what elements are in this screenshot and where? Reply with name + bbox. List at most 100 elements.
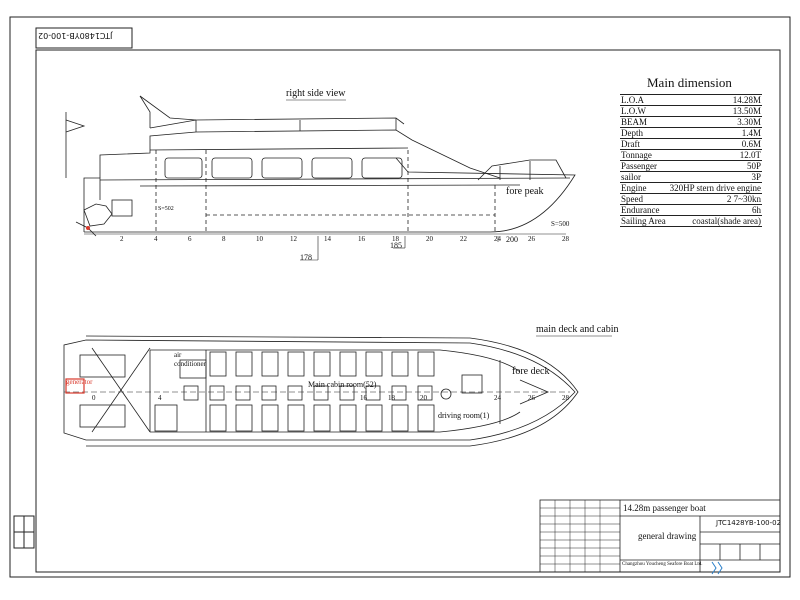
approval-logo-icon bbox=[711, 561, 723, 575]
dimension-label: L.O.W bbox=[620, 105, 668, 117]
side-frame-number: 14 bbox=[324, 235, 331, 243]
dimension-value: 1.4M bbox=[667, 127, 762, 139]
sheer-line bbox=[99, 177, 571, 181]
engine-stbd bbox=[79, 404, 126, 428]
deck-frame-number: 28 bbox=[562, 394, 569, 402]
drawing-number: JTC1428YB-100-02 bbox=[716, 519, 782, 527]
dimension-value: 50P bbox=[667, 160, 762, 172]
inner-border bbox=[35, 49, 781, 573]
deck-view-caption: main deck and cabin bbox=[536, 324, 619, 335]
side-window bbox=[311, 157, 353, 179]
side-dimension-leaders bbox=[300, 236, 499, 261]
roof-rail bbox=[149, 117, 405, 129]
seats-port-row bbox=[209, 351, 435, 432]
deck-frame-number: 0 bbox=[92, 394, 96, 402]
dimension-label: Endurance bbox=[620, 204, 668, 216]
dim-label-1: 178 bbox=[300, 253, 312, 262]
side-window bbox=[261, 157, 303, 179]
side-frame-number: 28 bbox=[562, 235, 569, 243]
dimension-value: 320HP stern drive engine bbox=[667, 182, 762, 194]
side-frame-number: 26 bbox=[528, 235, 535, 243]
side-frame-number: 22 bbox=[460, 235, 467, 243]
outer-border bbox=[9, 16, 791, 578]
fore-peak-label: fore peak bbox=[506, 186, 544, 197]
fore-deck-label: fore deck bbox=[512, 366, 550, 377]
bow-rail bbox=[477, 159, 567, 181]
engine-port bbox=[79, 354, 126, 378]
stamp-text: JTC1480YB-100-02 bbox=[38, 31, 113, 40]
conditioner-label: conditioner bbox=[174, 360, 206, 368]
dimension-label: BEAM bbox=[620, 116, 668, 128]
deck-frame-number: 16 bbox=[360, 394, 367, 402]
side-view bbox=[65, 95, 576, 237]
side-frame-number: 24 bbox=[494, 235, 501, 243]
dimension-label: Sailing Area bbox=[620, 215, 668, 227]
side-frame-number: 8 bbox=[222, 235, 226, 243]
dimension-label: Speed bbox=[620, 193, 668, 205]
mast-visor bbox=[139, 95, 197, 121]
seats-inner-row bbox=[183, 385, 433, 401]
main-cabin-label: Main cabin room(52) bbox=[308, 380, 377, 389]
dimension-value: 3.30M bbox=[667, 116, 762, 128]
chine-line bbox=[139, 184, 521, 187]
project-title: 14.28m passenger boat bbox=[623, 503, 706, 513]
company-name: Changzhou Youcheng Seafore Boat Ltd. bbox=[622, 562, 703, 567]
stamp-box bbox=[35, 27, 133, 49]
deck-frame-number: 24 bbox=[494, 394, 501, 402]
cabin-wall-port bbox=[150, 349, 521, 373]
side-frame-number: 6 bbox=[188, 235, 192, 243]
dimension-label: Tonnage bbox=[620, 149, 668, 161]
side-frame-number: 18 bbox=[392, 235, 399, 243]
left-margin-boxes bbox=[13, 515, 35, 549]
driving-room-label: driving room(1) bbox=[438, 411, 490, 420]
dimension-label: sailor bbox=[620, 171, 668, 183]
stern-drive bbox=[83, 203, 113, 227]
dimension-value: 3P bbox=[667, 171, 762, 183]
dimension-value: 0.6M bbox=[667, 138, 762, 150]
dimension-value: 13.50M bbox=[667, 105, 762, 117]
air-label: air bbox=[174, 351, 182, 359]
steering-wheel bbox=[440, 388, 452, 400]
dimension-label: L.O.A bbox=[620, 94, 668, 106]
frame-spacing-label: S=500 bbox=[551, 220, 570, 228]
dimension-value: 6h bbox=[667, 204, 762, 216]
side-frame-number: 2 bbox=[120, 235, 124, 243]
side-window bbox=[361, 157, 403, 179]
side-frame-number: 10 bbox=[256, 235, 263, 243]
dimension-value: 2 7~30kn bbox=[667, 193, 762, 205]
dimension-label: Depth bbox=[620, 127, 668, 139]
outer-fender bbox=[85, 335, 579, 447]
deck-frame-number: 18 bbox=[388, 394, 395, 402]
mid-frame-label: S=502 bbox=[158, 206, 174, 212]
dimension-value: 12.0T bbox=[667, 149, 762, 161]
dimension-value: 14.28M bbox=[667, 94, 762, 106]
cabin-wall-stbd bbox=[150, 411, 521, 433]
hull-bottom bbox=[84, 157, 576, 233]
title-block bbox=[539, 499, 781, 573]
dim-label-2: 185 bbox=[390, 241, 402, 250]
window-top-line bbox=[149, 147, 409, 151]
side-view-caption: right side view bbox=[286, 88, 346, 99]
side-frame-number: 16 bbox=[358, 235, 365, 243]
main-dimension-title: Main dimension bbox=[647, 75, 732, 90]
helm-console bbox=[461, 374, 483, 394]
side-window bbox=[211, 157, 253, 179]
side-window bbox=[164, 157, 203, 179]
dimension-label: Engine bbox=[620, 182, 668, 194]
side-frame-number: 4 bbox=[154, 235, 158, 243]
deck-frame-number: 26 bbox=[528, 394, 535, 402]
plan-view bbox=[63, 335, 579, 447]
generator-label: generator bbox=[66, 378, 93, 386]
